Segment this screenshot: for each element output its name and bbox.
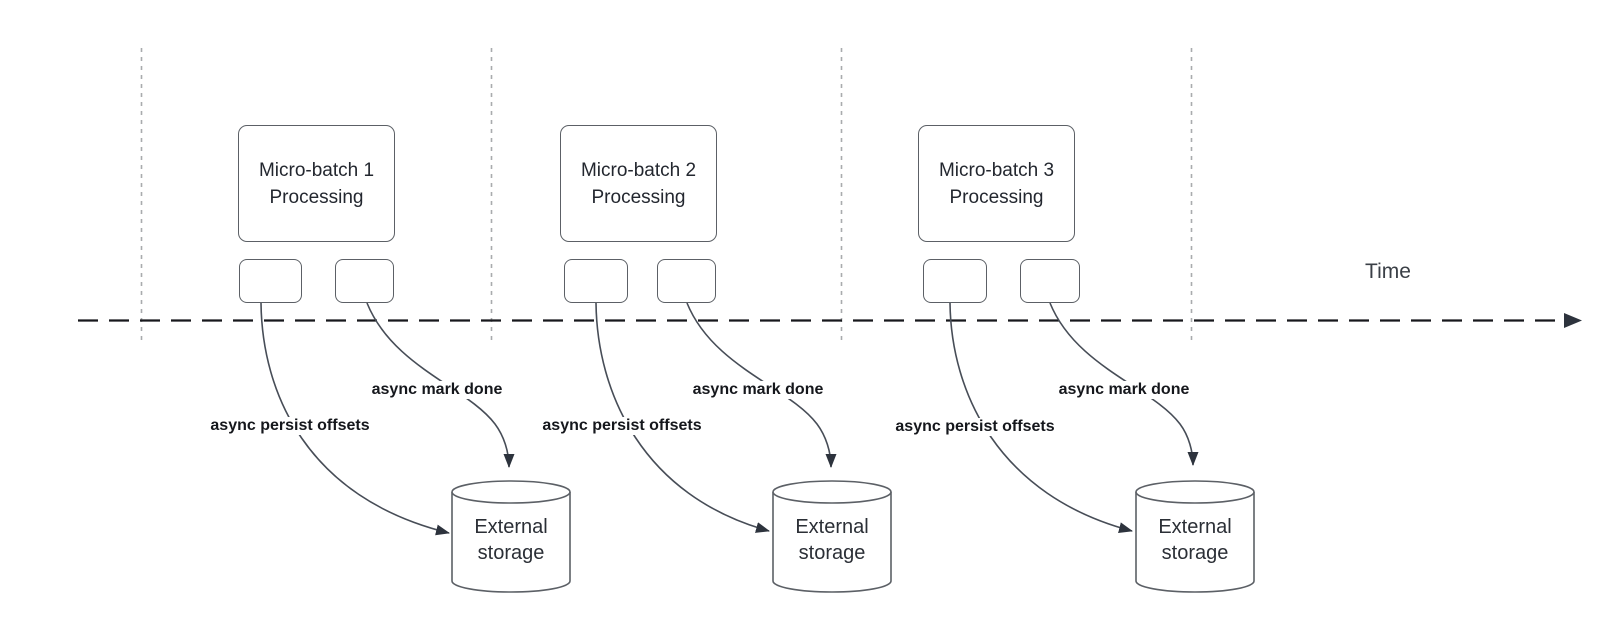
micro-batch-2-processing-box: Micro-batch 2 Processing (560, 125, 717, 242)
micro-batch-1-processing-box: Micro-batch 1 Processing (238, 125, 395, 242)
persist-offsets-arrow-1 (260, 302, 450, 536)
mark-done-label-3: async mark done (1055, 381, 1193, 399)
batch-1-markdone-task-box (335, 259, 394, 303)
time-axis-label: Time (1365, 260, 1411, 283)
external-storage-label-3: External storage (1158, 516, 1232, 564)
persist-offsets-label-2: async persist offsets (539, 417, 705, 435)
batch-2-offsets-task-box (564, 259, 628, 303)
storage-cylinder-3 (1135, 480, 1255, 593)
storage-cylinder-1 (451, 480, 571, 593)
mark-done-arrow-2 (686, 302, 837, 468)
micro-batch-3-processing-box: Micro-batch 3 Processing (918, 125, 1075, 242)
persist-offsets-arrow-2 (595, 302, 770, 533)
batch-3-offsets-task-box (923, 259, 987, 303)
external-storage-label-1: External storage (474, 516, 548, 564)
mark-done-label-2: async mark done (689, 381, 827, 399)
persist-offsets-arrow-3 (949, 302, 1133, 534)
storage-cylinder-2 (772, 480, 892, 593)
batch-3-markdone-task-box (1020, 259, 1080, 303)
mark-done-arrow-1 (366, 302, 515, 468)
time-axis-arrowhead-icon (1564, 313, 1582, 328)
batch-2-markdone-task-box (657, 259, 716, 303)
batch-1-offsets-task-box (239, 259, 302, 303)
mark-done-arrow-3 (1049, 302, 1199, 466)
persist-offsets-label-3: async persist offsets (892, 418, 1058, 436)
persist-offsets-label-1: async persist offsets (207, 417, 373, 435)
mark-done-label-1: async mark done (368, 381, 506, 399)
external-storage-label-2: External storage (795, 516, 869, 564)
